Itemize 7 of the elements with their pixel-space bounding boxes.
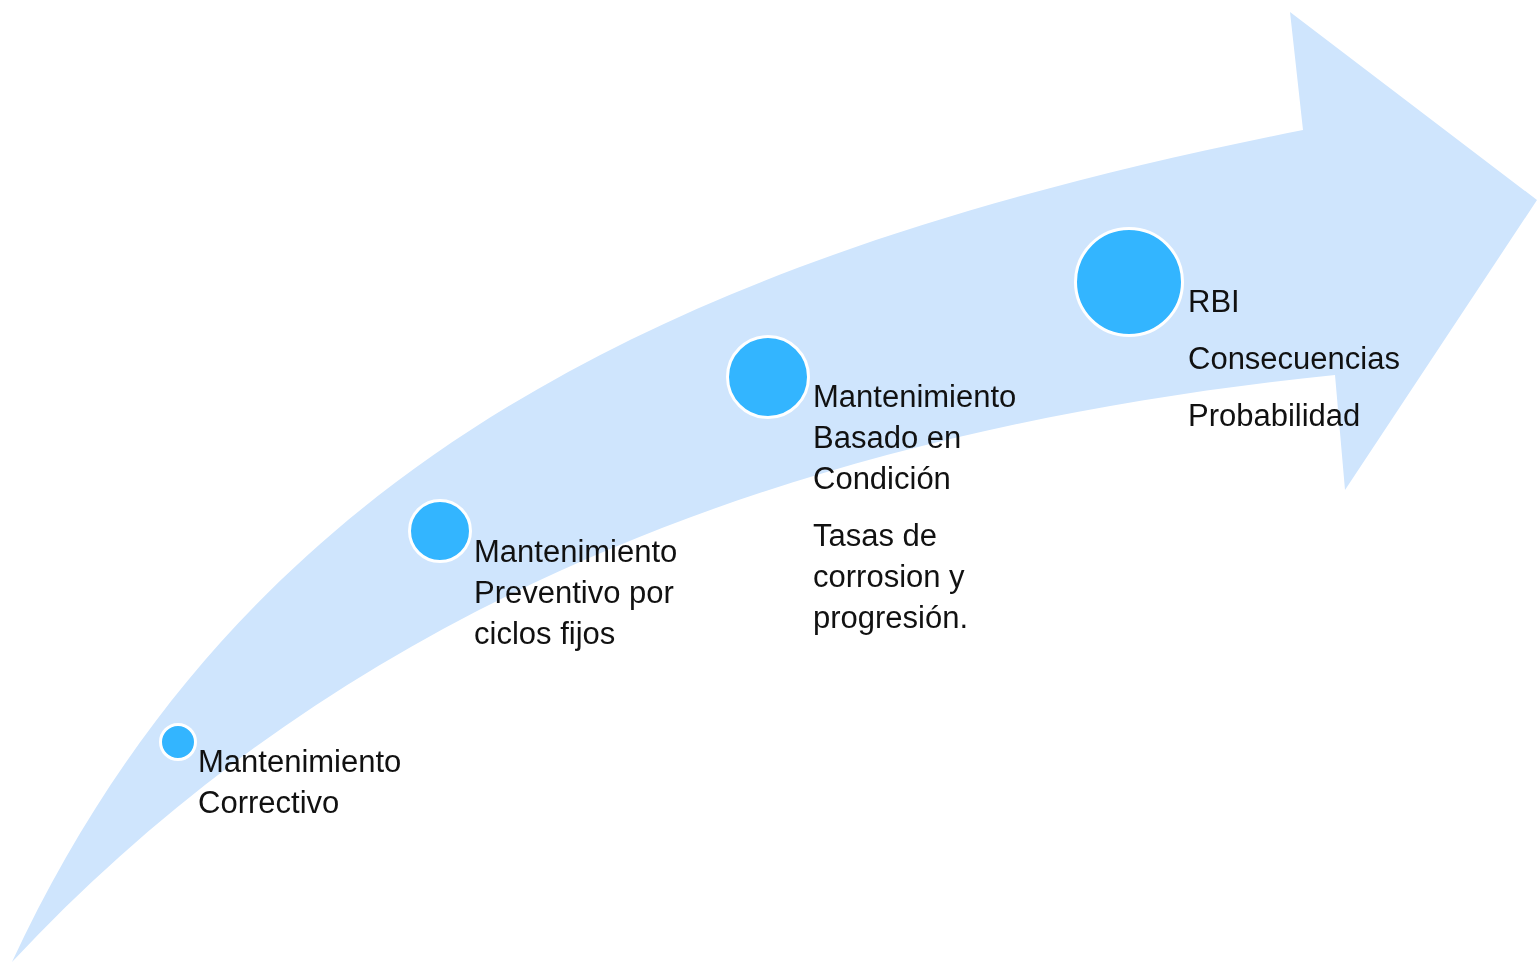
step-label: Consecuencias xyxy=(1188,340,1401,378)
step-label: RBI xyxy=(1188,283,1241,321)
step-label: Probabilidad xyxy=(1188,397,1362,435)
step-label: Tasas de corrosion y progresión. xyxy=(813,517,970,637)
step-label: Mantenimiento Correctivo xyxy=(198,743,403,822)
step-label: Mantenimiento Basado en Condición xyxy=(813,378,1018,498)
step-label: Mantenimiento Preventivo por ciclos fijos xyxy=(474,533,679,653)
